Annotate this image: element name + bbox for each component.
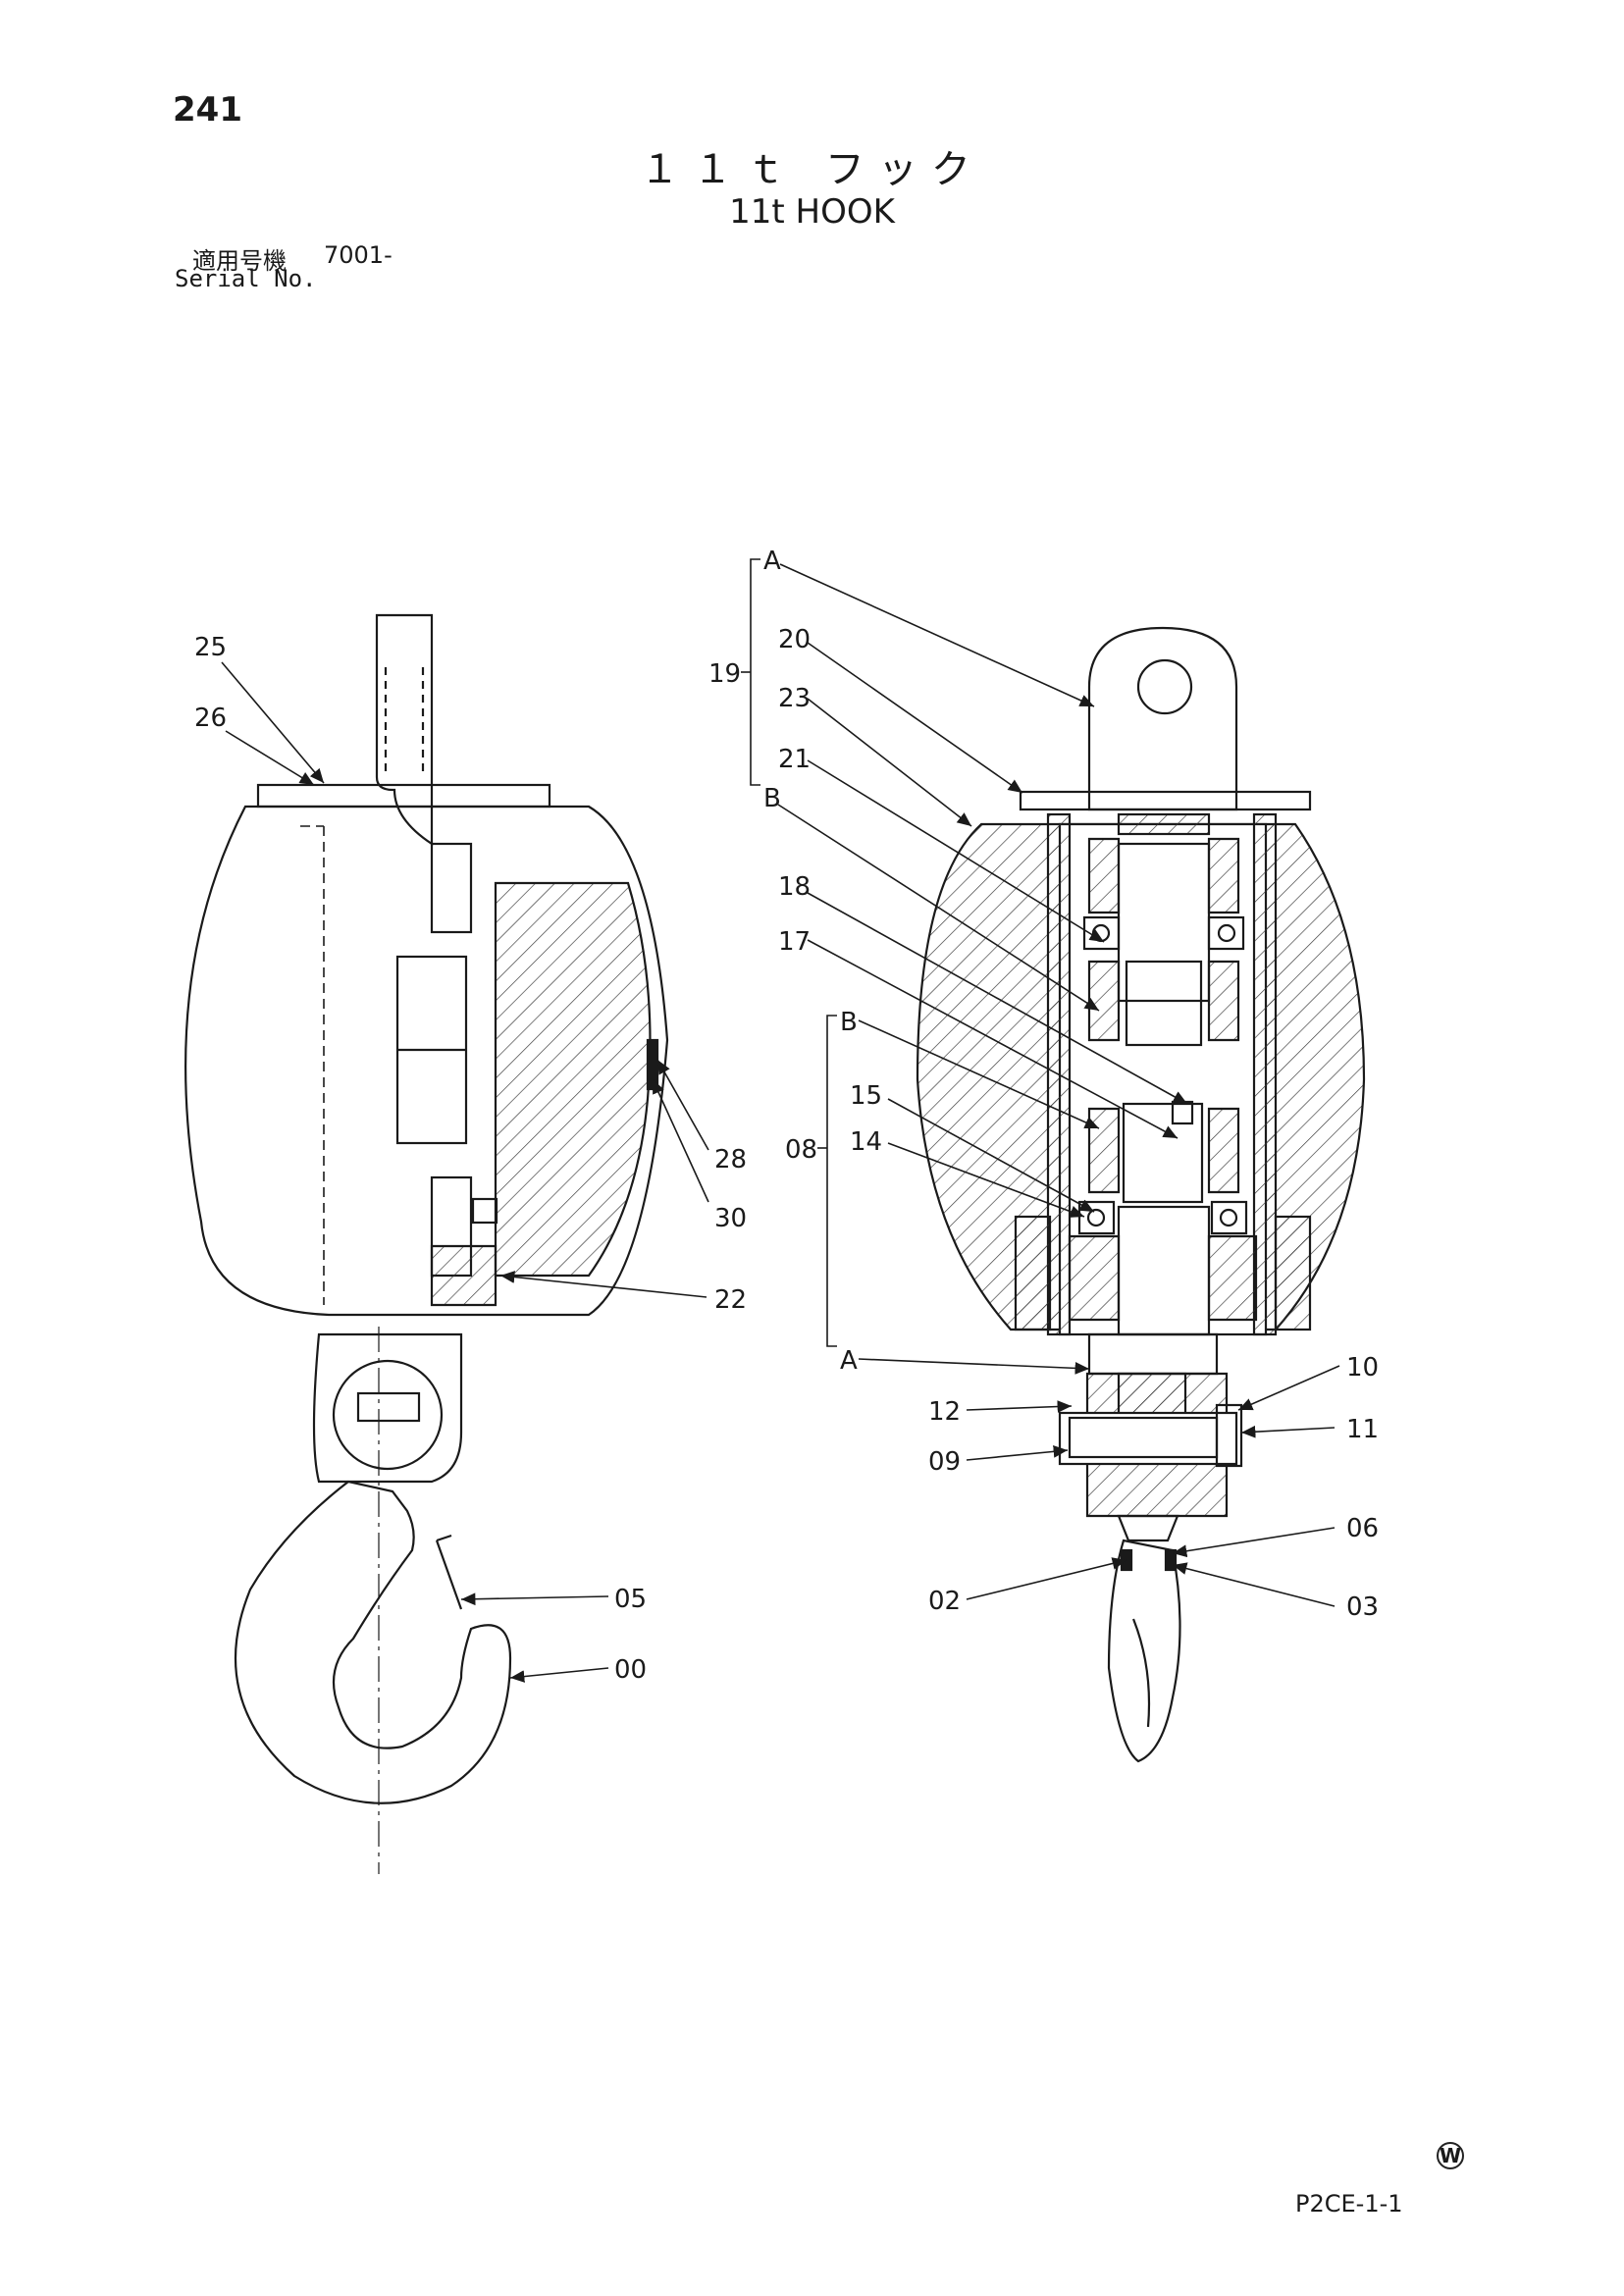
label-B-top: B <box>763 784 781 813</box>
label-23: 23 <box>778 684 811 713</box>
label-19: 19 <box>708 659 741 689</box>
serial-label-english: Serial No. <box>175 265 317 292</box>
section-view <box>916 626 1366 1763</box>
label-11: 11 <box>1346 1415 1379 1444</box>
label-26: 26 <box>194 704 227 733</box>
label-B-mid: B <box>840 1008 858 1037</box>
w-mark-icon: W <box>1437 2142 1464 2169</box>
label-09: 09 <box>928 1447 961 1477</box>
label-25: 25 <box>194 633 227 662</box>
label-21: 21 <box>778 745 811 774</box>
label-15: 15 <box>850 1081 882 1111</box>
label-05: 05 <box>614 1585 647 1614</box>
label-A-bottom: A <box>840 1346 858 1376</box>
serial-label-japanese: 適用号機 <box>192 247 287 275</box>
label-03: 03 <box>1346 1592 1379 1622</box>
label-08: 08 <box>785 1135 817 1165</box>
label-14: 14 <box>850 1127 882 1157</box>
label-06: 06 <box>1346 1514 1379 1543</box>
label-12: 12 <box>928 1397 961 1427</box>
label-20: 20 <box>778 625 811 654</box>
part-number-labels: 25 26 28 30 22 05 00 19 A 20 23 21 B 18 … <box>194 547 1379 1685</box>
label-22: 22 <box>714 1285 747 1315</box>
label-30: 30 <box>714 1204 747 1233</box>
label-A-top: A <box>763 547 781 576</box>
page-number: 241 <box>173 90 242 130</box>
title-japanese: １１ｔ フック <box>640 147 984 192</box>
label-17: 17 <box>778 927 811 957</box>
label-02: 02 <box>928 1587 961 1616</box>
title-english: 11t HOOK <box>729 192 895 232</box>
label-00: 00 <box>614 1655 647 1685</box>
label-28: 28 <box>714 1145 747 1174</box>
serial-value: 7001- <box>324 241 393 269</box>
page-code: P2CE-1-1 <box>1295 2190 1403 2218</box>
label-10: 10 <box>1346 1353 1379 1383</box>
label-18: 18 <box>778 872 811 902</box>
side-view <box>184 613 669 1874</box>
leader-lines <box>221 558 1340 1683</box>
